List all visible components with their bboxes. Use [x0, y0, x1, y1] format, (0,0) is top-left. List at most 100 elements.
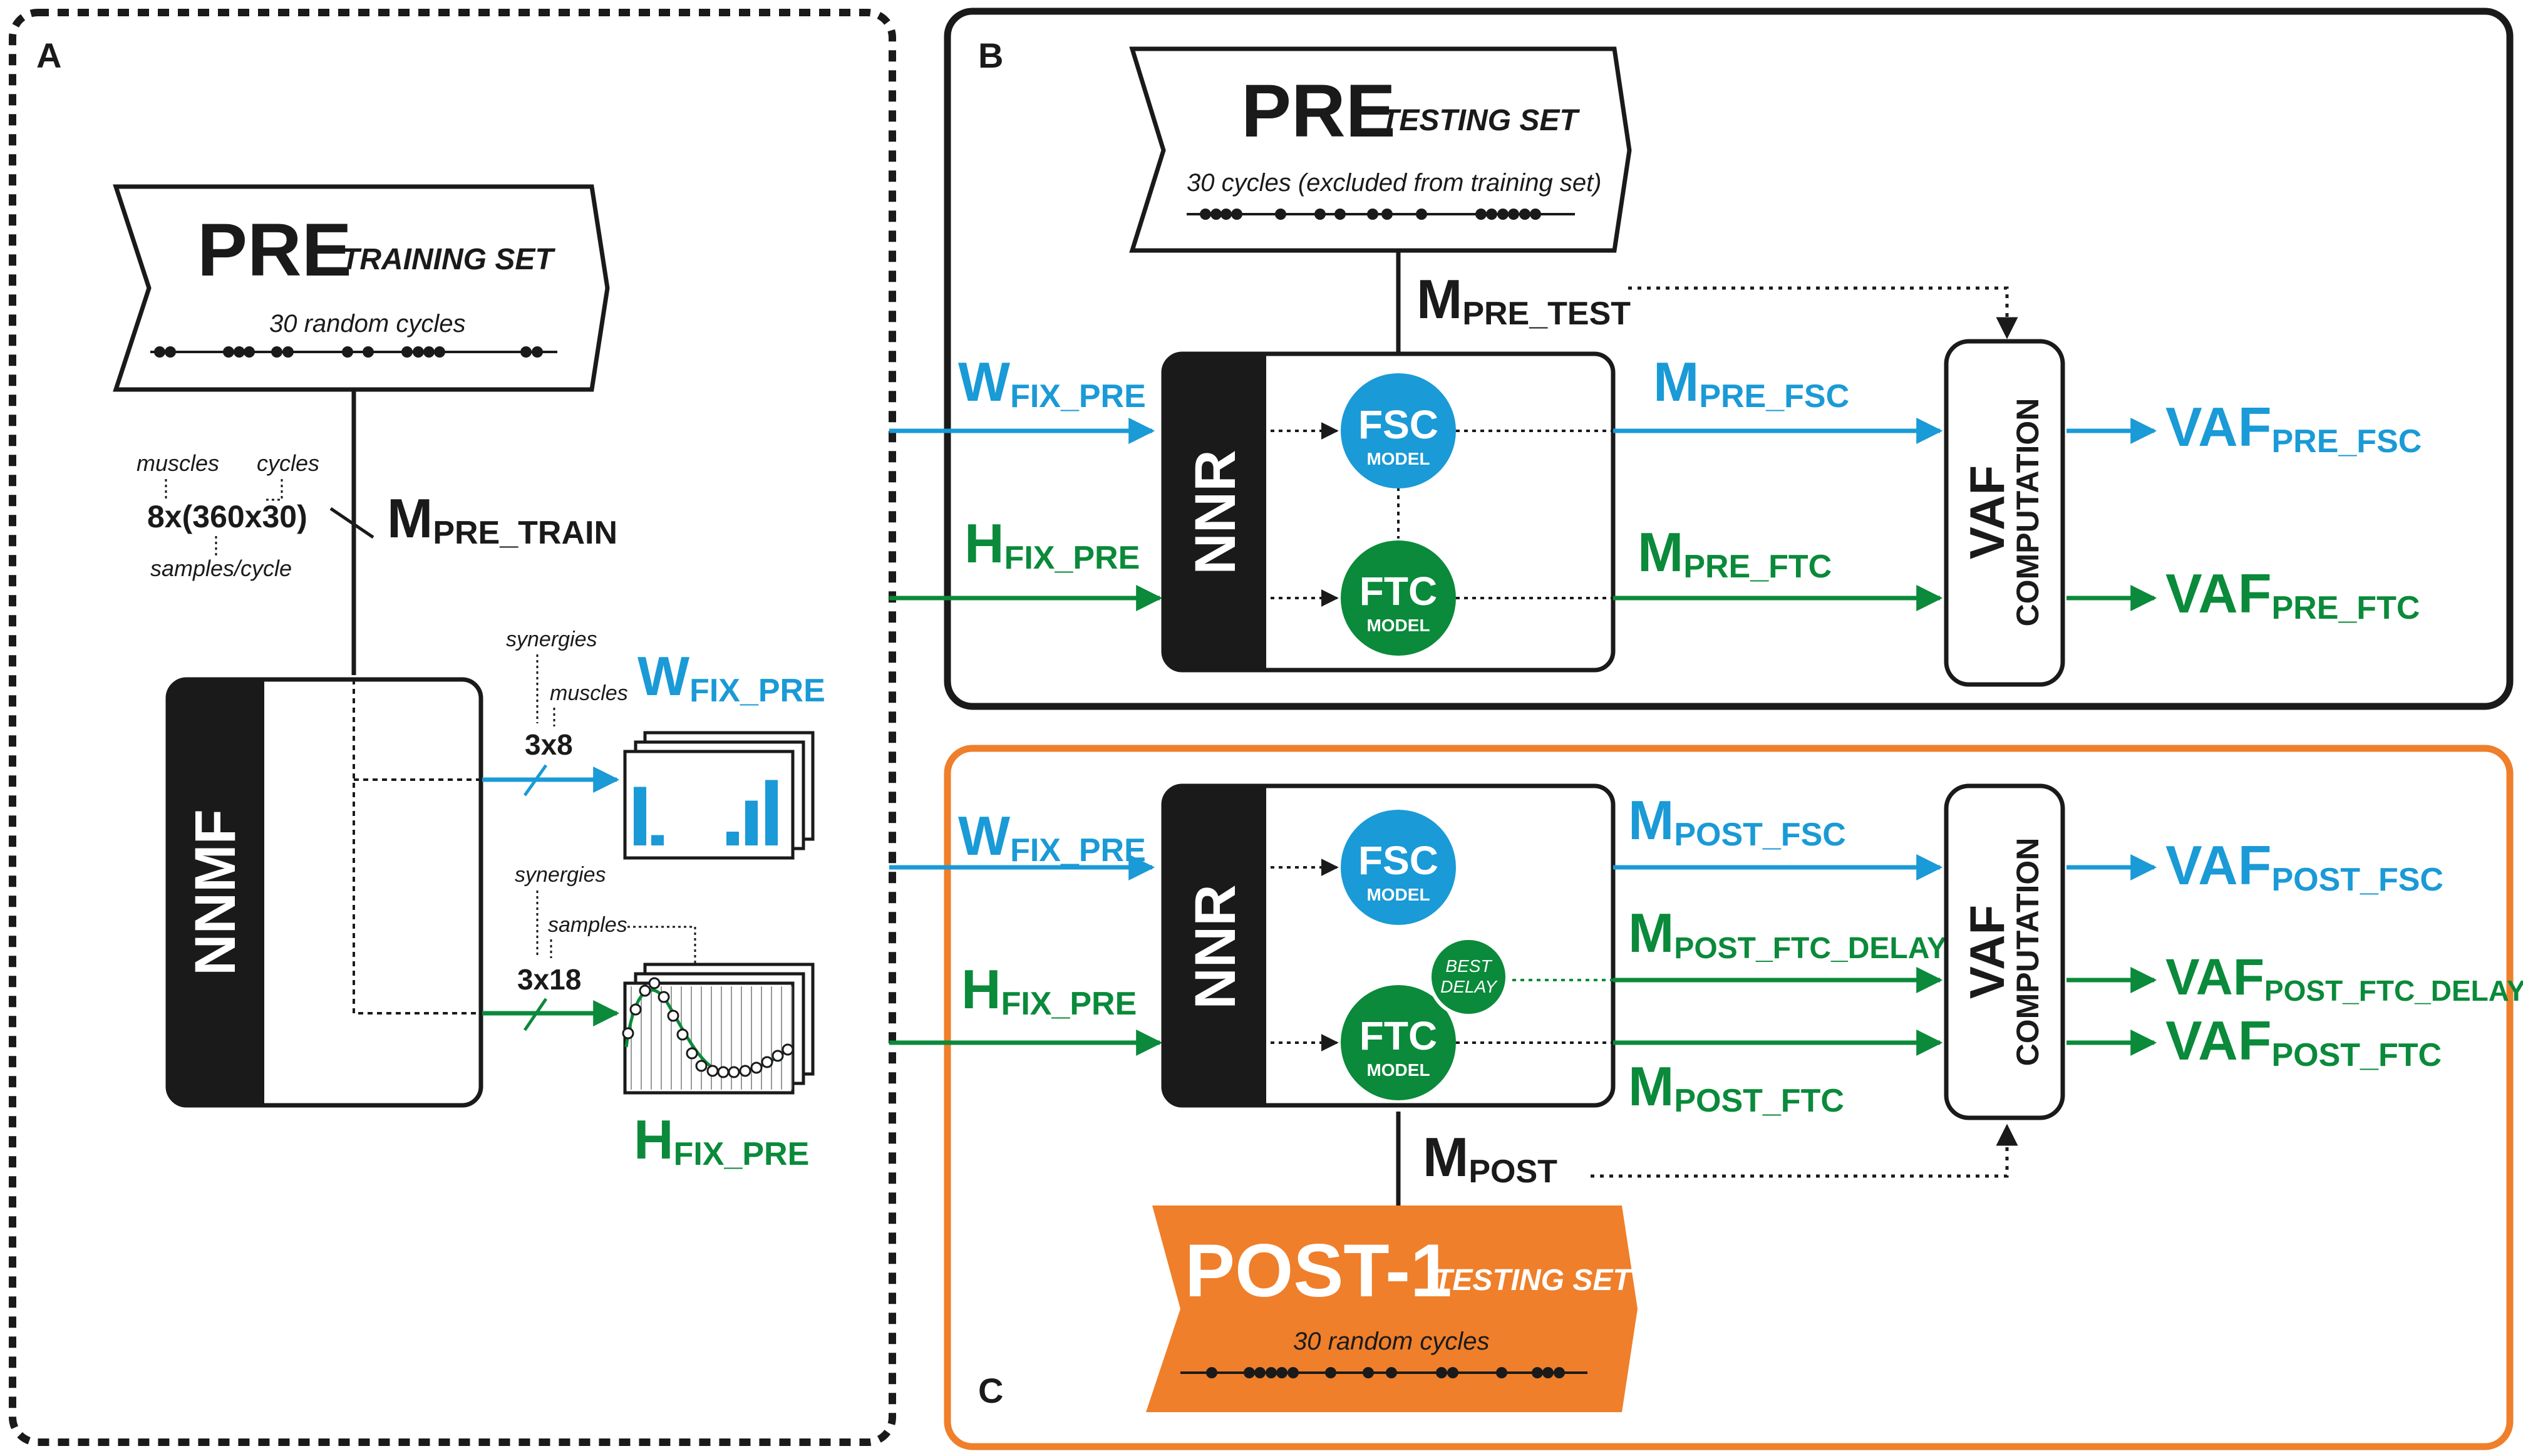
cycle-dot: [282, 346, 294, 358]
m-post-label: MPOST: [1423, 1126, 1557, 1190]
training-cycles-timeline: [150, 346, 557, 358]
dim-samples-label: samples/cycle: [150, 555, 292, 581]
h-sample-point: [686, 1047, 698, 1060]
h-sample-point: [658, 991, 670, 1003]
testing-cycles-timeline: [1187, 209, 1575, 220]
m-post-fsc-label: MPOST_FSC: [1628, 789, 1846, 853]
vaf-post-fsc-label: VAFPOST_FSC: [2165, 834, 2443, 898]
training-caption: 30 random cycles: [269, 310, 465, 338]
ftc-model-b: [1341, 540, 1456, 656]
cycle-dot: [520, 346, 532, 358]
cycle-dot: [532, 346, 543, 358]
m-post-ftc-label: MPOST_FTC: [1628, 1055, 1844, 1119]
m-pre-test-label: MPRE_TEST: [1416, 268, 1631, 332]
h-slash: [523, 998, 548, 1031]
fsc-model-c: [1341, 810, 1456, 925]
w-matrix-stack: [623, 731, 815, 860]
cycle-dot: [1496, 1367, 1507, 1378]
w-weight-bar: [745, 800, 758, 845]
ftc-model-text-c: MODEL: [1366, 1060, 1430, 1080]
cycle-dot: [154, 346, 165, 358]
cycle-dot: [1325, 1367, 1336, 1378]
vaf-pre-ftc-label: VAFPRE_FTC: [2165, 562, 2420, 626]
post-title: POST-1: [1185, 1229, 1452, 1313]
cycle-dot: [223, 346, 234, 358]
cycle-dot: [1210, 209, 1222, 220]
w-dim-leaders: [536, 654, 555, 726]
best-delay-line2: DELAY: [1440, 977, 1498, 996]
slash-mark: [329, 507, 374, 539]
cycle-dot: [1314, 209, 1326, 220]
post-testing-banner: [1146, 1206, 1638, 1412]
panel-c-frame: [944, 745, 2514, 1450]
fsc-model-b: [1341, 373, 1456, 488]
cycle-dot: [1275, 209, 1286, 220]
w-weight-bar: [634, 787, 646, 845]
m-pre-ftc-label: MPRE_FTC: [1638, 521, 1832, 585]
cycle-dot: [244, 346, 255, 358]
training-set-banner: [113, 184, 610, 392]
panel-c-label: C: [978, 1371, 1003, 1410]
dim-value: 8x(360x30): [147, 499, 307, 534]
ftc-label-b: FTC: [1360, 569, 1437, 614]
h-matrix-stack: [622, 963, 815, 1095]
cycle-dot: [1508, 209, 1519, 220]
h-sample-point: [667, 1009, 679, 1022]
cycle-dot: [271, 346, 282, 358]
dim-cycles-label: cycles: [257, 450, 319, 476]
h-sample-point: [648, 977, 661, 989]
nnr-label-c: NNR: [1184, 884, 1247, 1009]
vaf-pre-fsc-label: VAFPRE_FSC: [2165, 396, 2422, 460]
w-synergies-label: synergies: [506, 627, 597, 651]
h-sample-point: [706, 1065, 719, 1077]
h-sample-point: [717, 1066, 730, 1078]
cycle-dot: [1334, 209, 1346, 220]
cycle-dot: [1436, 1367, 1447, 1378]
w-slash: [523, 764, 548, 797]
h-input-label-b: HFIX_PRE: [964, 512, 1140, 576]
m-pre-fsc-label: MPRE_FSC: [1653, 351, 1849, 415]
cycle-dot: [1231, 209, 1242, 220]
h-samples-label: samples: [548, 913, 627, 937]
panel-a-label: A: [36, 36, 61, 75]
ftc-model-c: [1341, 985, 1456, 1100]
testing-subtitle: TESTING SET: [1381, 104, 1580, 137]
testing-caption: 30 cycles (excluded from training set): [1187, 169, 1602, 197]
vaf-post-ftc-label: VAFPOST_FTC: [2165, 1009, 2442, 1073]
cycle-dot: [1276, 1367, 1287, 1378]
cycle-dot: [234, 346, 245, 358]
nnr-label-b: NNR: [1184, 450, 1247, 574]
h-sample-point: [629, 1003, 642, 1016]
h-sample-point: [750, 1061, 763, 1074]
h-sample-point: [739, 1065, 751, 1077]
nnr-band-c: [1163, 786, 1266, 1105]
nnr-inner-leaders-c: [1165, 859, 1613, 1051]
vaf-computation-box-c: [1944, 783, 2065, 1120]
cycle-dot: [1287, 1367, 1299, 1378]
cycle-dot: [1386, 1367, 1397, 1378]
h-sample-point: [782, 1043, 794, 1056]
fsc-label-b: FSC: [1358, 402, 1438, 447]
h-input-label-c: HFIX_PRE: [961, 958, 1137, 1022]
cycle-dot: [1542, 1367, 1554, 1378]
w-fix-pre-label: WFIX_PRE: [637, 645, 825, 709]
h-dims-value: 3x18: [517, 963, 581, 996]
panel-b-label: B: [978, 36, 1003, 75]
nnr-band-b: [1163, 354, 1266, 670]
vaf-box-sub-c: COMPUTATION: [2010, 838, 2045, 1066]
nnr-inner-leaders-b: [1165, 422, 1613, 607]
post-subtitle: TESTING SET: [1434, 1264, 1633, 1297]
w-muscles-label: muscles: [550, 681, 628, 705]
best-delay-line1: BEST: [1445, 956, 1492, 976]
vaf-computation-box-b: [1944, 339, 2065, 687]
w-input-label-b: WFIX_PRE: [958, 351, 1146, 415]
m-post-delay-label: MPOST_FTC_DELAY: [1628, 902, 1947, 965]
w-weight-bar: [651, 835, 664, 845]
training-title: PRE: [197, 208, 352, 292]
h-sample-point: [622, 1027, 634, 1040]
cycle-dot: [1206, 1367, 1217, 1378]
vaf-box-label-c: VAF: [1959, 905, 2015, 999]
cycle-dot: [363, 346, 374, 358]
h-sample-point: [676, 1028, 689, 1041]
fsc-model-text-c: MODEL: [1366, 885, 1430, 904]
